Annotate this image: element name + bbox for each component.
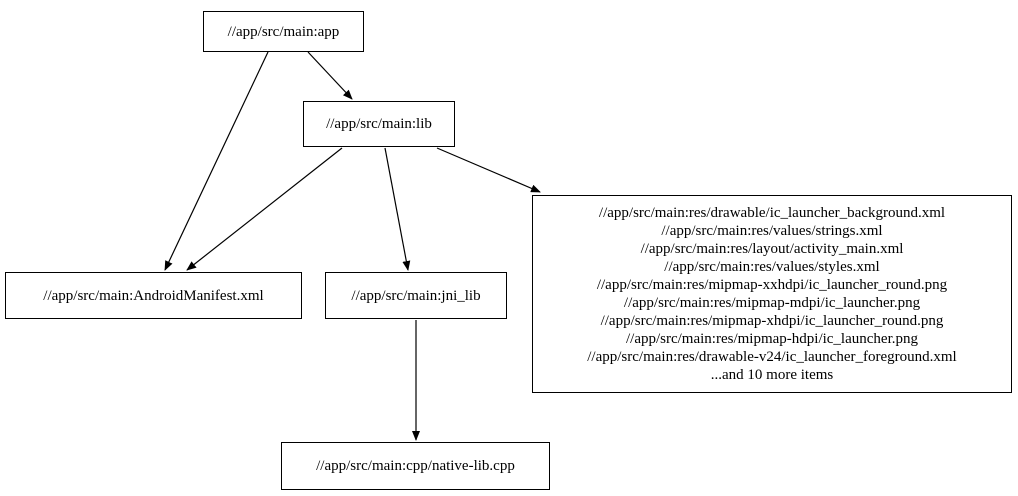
node-native-lib-cpp: //app/src/main:cpp/native-lib.cpp [281, 442, 550, 490]
node-lib-label: //app/src/main:lib [326, 116, 432, 132]
node-res-files-group: //app/src/main:res/drawable/ic_launcher_… [532, 195, 1012, 393]
res-file-line: //app/src/main:res/values/strings.xml [661, 223, 883, 239]
node-manifest-label: //app/src/main:AndroidManifest.xml [43, 287, 264, 304]
node-lib-target: //app/src/main:lib [303, 101, 455, 147]
edge-lib-to-jni-lib [384, 147, 411, 271]
res-file-line: //app/src/main:res/mipmap-hdpi/ic_launch… [625, 331, 918, 347]
res-file-line: //app/src/main:res/values/styles.xml [664, 259, 880, 275]
res-files-more-items: ...and 10 more items [710, 367, 834, 383]
edge-app-to-manifest [164, 51, 269, 271]
node-jni-lib-label: //app/src/main:jni_lib [351, 287, 481, 304]
res-file-line: //app/src/main:res/mipmap-mdpi/ic_launch… [623, 295, 921, 311]
node-app-target: //app/src/main:app [203, 11, 364, 52]
node-jni-lib: //app/src/main:jni_lib [325, 272, 507, 319]
res-file-line: //app/src/main:res/layout/activity_main.… [640, 241, 904, 257]
res-file-line: //app/src/main:res/mipmap-xhdpi/ic_launc… [600, 313, 944, 329]
node-app-label: //app/src/main:app [227, 23, 340, 40]
node-android-manifest: //app/src/main:AndroidManifest.xml [5, 272, 302, 319]
res-file-line: //app/src/main:res/drawable/ic_launcher_… [598, 205, 946, 221]
edge-lib-to-manifest [186, 147, 343, 271]
res-file-line: //app/src/main:res/drawable-v24/ic_launc… [587, 349, 957, 365]
res-file-line: //app/src/main:res/mipmap-xxhdpi/ic_laun… [596, 277, 948, 293]
edge-lib-to-res-files [436, 147, 541, 193]
node-native-cpp-label: //app/src/main:cpp/native-lib.cpp [316, 458, 515, 474]
edge-app-to-lib [307, 51, 353, 100]
